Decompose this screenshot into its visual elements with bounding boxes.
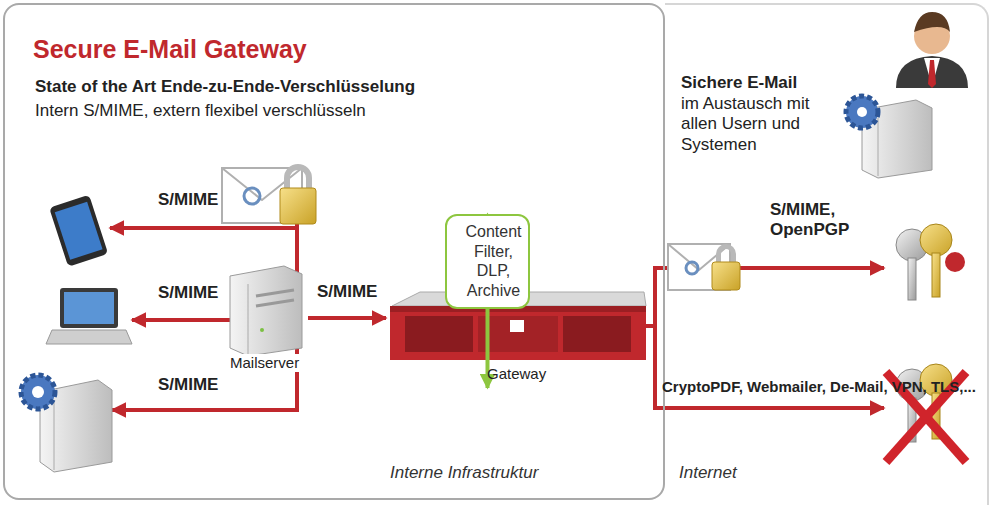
external-wiring [655, 406, 884, 410]
gateway-appliance [478, 316, 558, 352]
tablet-icon [49, 195, 108, 267]
title: Secure E-Mail Gateway [33, 34, 307, 65]
encrypted-mail-icon [716, 244, 736, 262]
internet-panel-text: Sichere E-Mail im Austausch mit allen Us… [681, 73, 821, 156]
user-icon [896, 56, 968, 88]
encrypted-mail-icon [686, 262, 698, 274]
gateway-appliance [563, 316, 631, 352]
laptop-icon [46, 288, 132, 344]
key-pair-icon [896, 224, 965, 300]
key-pair-icon [908, 258, 916, 300]
user-icon [928, 60, 936, 88]
protocol-label: S/MIME [158, 190, 218, 210]
infrastructure-panel-text: State of the Art Ende-zu-Ende-Verschlüss… [35, 77, 415, 98]
protocol-label: S/MIME, OpenPGP [770, 200, 870, 241]
mailserver-icon [248, 284, 249, 356]
gateway-appliance [510, 320, 524, 332]
mailserver-text: Mailserver [228, 354, 301, 372]
gateway-appliance [390, 306, 646, 360]
client-server-icon [54, 400, 55, 470]
encrypted-mail-icon [244, 188, 260, 204]
content-filter-box: Content Filter, DLP, Archive [445, 214, 530, 309]
encrypted-mail-icon [280, 188, 316, 224]
tablet-icon [55, 202, 103, 260]
partner-server-icon [846, 96, 878, 128]
encrypted-mail-icon [222, 164, 316, 224]
protocol-label: CryptoPDF, Webmailer, De-Mail, VPN, TLS,… [662, 378, 976, 396]
internet-panel-text: Internet [679, 463, 737, 484]
infrastructure-panel-text: Intern S/MIME, extern flexibel verschlüs… [35, 101, 366, 122]
mailserver-icon [230, 266, 302, 356]
client-server-icon [32, 386, 44, 398]
key-pair-icon [945, 252, 965, 272]
partner-server-icon [878, 118, 879, 176]
mailserver-icon [260, 328, 264, 332]
key-pair-icon [932, 253, 940, 297]
gateway: Gateway [386, 298, 648, 388]
mailserver-icon [256, 290, 294, 296]
user-icon [914, 12, 950, 32]
laptop-icon [64, 292, 114, 324]
protocol-label: S/MIME [158, 283, 218, 303]
connector [308, 316, 386, 320]
encrypted-mail-icon [668, 244, 740, 290]
key-pair-icon [920, 224, 952, 256]
client-server-icon [21, 375, 112, 472]
internal-wiring [112, 408, 297, 412]
tablet-icon [49, 195, 108, 267]
content-filter-box-text: Content Filter, DLP, Archive [459, 222, 528, 300]
client-server-icon [21, 375, 55, 409]
user-icon [896, 12, 968, 88]
laptop-icon [60, 288, 118, 328]
external-wiring [653, 266, 657, 410]
internet-panel: Sichere E-Mail im Austausch mit allen Us… [665, 3, 989, 505]
infrastructure-panel: State of the Art Ende-zu-Ende-Verschlüss… [3, 3, 665, 500]
mailserver-icon [230, 266, 302, 356]
partner-server-icon [846, 96, 932, 178]
protocol-label: S/MIME [158, 375, 218, 395]
edge-label: S/MIME [317, 282, 377, 302]
mailserver: Mailserver [222, 266, 308, 376]
infrastructure-panel-text: Interne Infrastruktur [390, 463, 538, 484]
gateway-appliance [405, 316, 473, 352]
encrypted-mail-icon [712, 262, 740, 290]
internal-wiring [110, 226, 297, 230]
mailserver-icon [256, 300, 294, 306]
gateway-text: Gateway [487, 365, 546, 383]
partner-server-icon [857, 107, 867, 117]
laptop-icon [46, 330, 132, 344]
encrypted-mail-icon [284, 164, 312, 190]
